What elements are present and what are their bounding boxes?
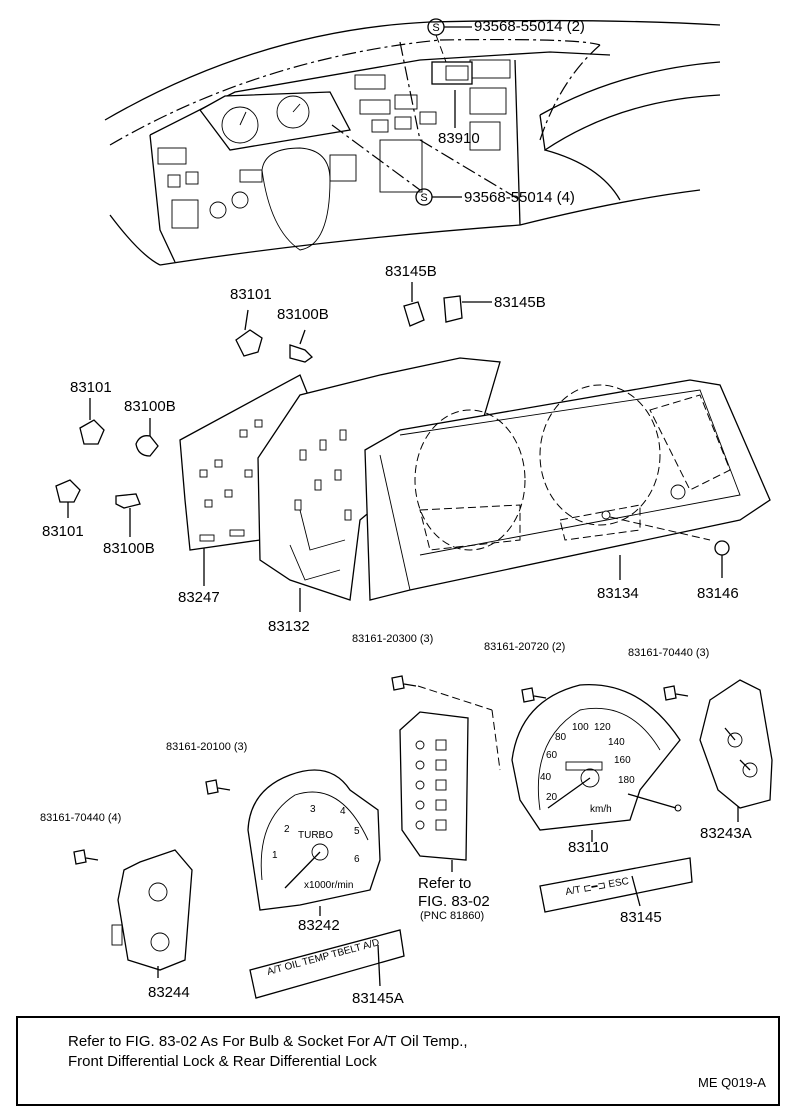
- screw-83161-70440-4: [73, 849, 99, 865]
- dashboard-illustration: [104, 19, 721, 266]
- label-83101-a: 83101: [230, 286, 272, 303]
- label-83100B-a: 83100B: [277, 306, 329, 323]
- svg-text:40: 40: [540, 772, 552, 783]
- label-83161-70440-4: 83161-70440 (4): [40, 812, 121, 824]
- screw-marker-top: S: [427, 18, 472, 63]
- label-83145B-a: 83145B: [385, 263, 437, 280]
- knob-83146: [714, 540, 730, 578]
- label-83145A: 83145A: [352, 990, 404, 1007]
- svg-text:S: S: [420, 192, 427, 204]
- label-93568-top: 93568-55014 (2): [474, 18, 585, 35]
- meter-83243A: [699, 679, 773, 822]
- label-83161-20720: 83161-20720 (2): [484, 641, 565, 653]
- screw-marker-bottom: S: [415, 188, 462, 206]
- tacho-scale: 1 2 3 4 5 6: [272, 804, 360, 865]
- svg-text:5: 5: [354, 826, 360, 837]
- meter-83244: [111, 849, 193, 978]
- label-83145: 83145: [620, 909, 662, 926]
- svg-text:140: 140: [608, 737, 625, 748]
- plate-83145: A/T ⊏━⊐ ESC: [539, 857, 693, 913]
- label-83101-c: 83101: [42, 523, 84, 540]
- label-83110: 83110: [568, 839, 609, 856]
- bulb-83100B-b: [135, 418, 159, 457]
- speedometer-83110: 20 40 60 80 100 120 140 160 180 km/h: [511, 683, 682, 842]
- bulb-83100B-c: [115, 493, 141, 537]
- refer-line1: Refer to: [418, 875, 471, 892]
- socket-83101-b: [79, 398, 105, 445]
- svg-text:80: 80: [555, 732, 567, 743]
- leaders-cluster: [203, 548, 621, 612]
- figure-code: ME Q019-A: [698, 1075, 766, 1090]
- label-83161-20300: 83161-20300 (3): [352, 633, 433, 645]
- svg-text:S: S: [432, 22, 439, 34]
- svg-text:6: 6: [354, 854, 360, 865]
- label-83145B-b: 83145B: [494, 294, 546, 311]
- label-83247: 83247: [178, 589, 220, 606]
- socket-83101-c: [55, 479, 81, 518]
- speedo-scale: 20 40 60 80 100 120 140 160 180: [540, 722, 635, 803]
- bulb-83100B-a: [289, 329, 314, 363]
- label-83161-70440-3: 83161-70440 (3): [628, 647, 709, 659]
- label-83242: 83242: [298, 917, 340, 934]
- screw-83161-70440-3: [663, 685, 689, 701]
- label-83244: 83244: [148, 984, 190, 1001]
- label-83101-b: 83101: [70, 379, 112, 396]
- reference-note-box: Refer to FIG. 83-02 As For Bulb & Socket…: [16, 1016, 780, 1106]
- reference-note: Refer to FIG. 83-02 As For Bulb & Socket…: [68, 1032, 468, 1072]
- svg-text:60: 60: [546, 750, 558, 761]
- tachometer-83242: 1 2 3 4 5 6 TURBO x1000r/min: [247, 769, 381, 916]
- refer-line2: FIG. 83-02: [418, 893, 490, 910]
- svg-text:3: 3: [310, 804, 316, 815]
- note-line1: Refer to FIG. 83-02 As For Bulb & Socket…: [68, 1033, 468, 1050]
- svg-text:2: 2: [284, 824, 290, 835]
- label-83100B-b: 83100B: [124, 398, 176, 415]
- part-labels: 93568-55014 (2) 83910 93568-55014 (4) 83…: [40, 18, 752, 1007]
- svg-text:1: 1: [272, 850, 278, 861]
- svg-text:20: 20: [546, 792, 558, 803]
- svg-text:180: 180: [618, 775, 635, 786]
- cluster-illustration: [179, 357, 771, 601]
- screw-83161-20100: [205, 779, 231, 795]
- label-83134: 83134: [597, 585, 639, 602]
- switch-assembly: [399, 711, 469, 872]
- screw-83161-20720: [521, 687, 547, 703]
- svg-text:x1000r/min: x1000r/min: [304, 880, 353, 891]
- cover-83145B: [403, 282, 492, 327]
- screw-83161-20300: [391, 675, 501, 771]
- plate-83145A: A/T OIL TEMP TBELT A/D: [249, 929, 405, 999]
- label-83146: 83146: [697, 585, 739, 602]
- svg-text:120: 120: [594, 722, 611, 733]
- svg-text:TURBO: TURBO: [298, 830, 333, 841]
- refer-line3: (PNC 81860): [420, 910, 484, 922]
- note-line2: Front Differential Lock & Rear Different…: [68, 1053, 377, 1070]
- label-93568-bottom: 93568-55014 (4): [464, 189, 575, 206]
- svg-text:km/h: km/h: [590, 804, 612, 815]
- svg-text:100: 100: [572, 722, 589, 733]
- label-83132: 83132: [268, 618, 310, 635]
- svg-text:160: 160: [614, 755, 631, 766]
- label-83161-20100: 83161-20100 (3): [166, 741, 247, 753]
- svg-text:4: 4: [340, 806, 346, 817]
- label-83100B-c: 83100B: [103, 540, 155, 557]
- socket-83101-a: [235, 309, 263, 357]
- label-83910: 83910: [438, 130, 480, 147]
- label-83243A: 83243A: [700, 825, 752, 842]
